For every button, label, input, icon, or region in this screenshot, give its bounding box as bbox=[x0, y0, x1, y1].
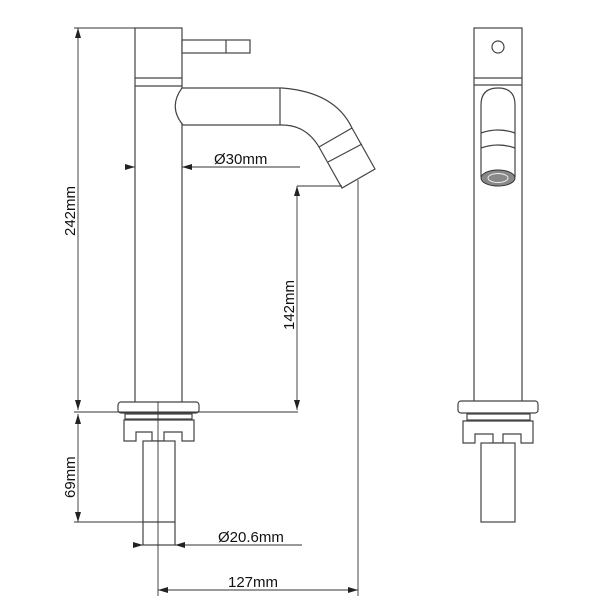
dimension-labels: 242mm 69mm 142mm Ø30mm Ø20.6mm 127mm bbox=[62, 151, 298, 591]
spout-front bbox=[480, 87, 516, 177]
faucet-body bbox=[134, 27, 183, 413]
label-30: Ø30mm bbox=[214, 151, 267, 168]
side-view bbox=[457, 27, 539, 523]
label-127: 127mm bbox=[228, 574, 278, 591]
lever-handle bbox=[181, 39, 251, 54]
lever-hole bbox=[491, 40, 505, 54]
shank bbox=[142, 440, 176, 546]
base-assembly bbox=[117, 401, 200, 546]
label-142: 142mm bbox=[281, 280, 298, 330]
label-242: 242mm bbox=[62, 186, 79, 236]
front-view bbox=[117, 27, 376, 596]
label-69: 69mm bbox=[62, 456, 79, 498]
shank-side bbox=[480, 442, 516, 523]
label-20-6: Ø20.6mm bbox=[218, 529, 284, 546]
aerator bbox=[480, 169, 516, 187]
dimension-lines bbox=[74, 27, 359, 596]
faucet-body-side bbox=[473, 27, 523, 413]
spout bbox=[174, 87, 376, 189]
